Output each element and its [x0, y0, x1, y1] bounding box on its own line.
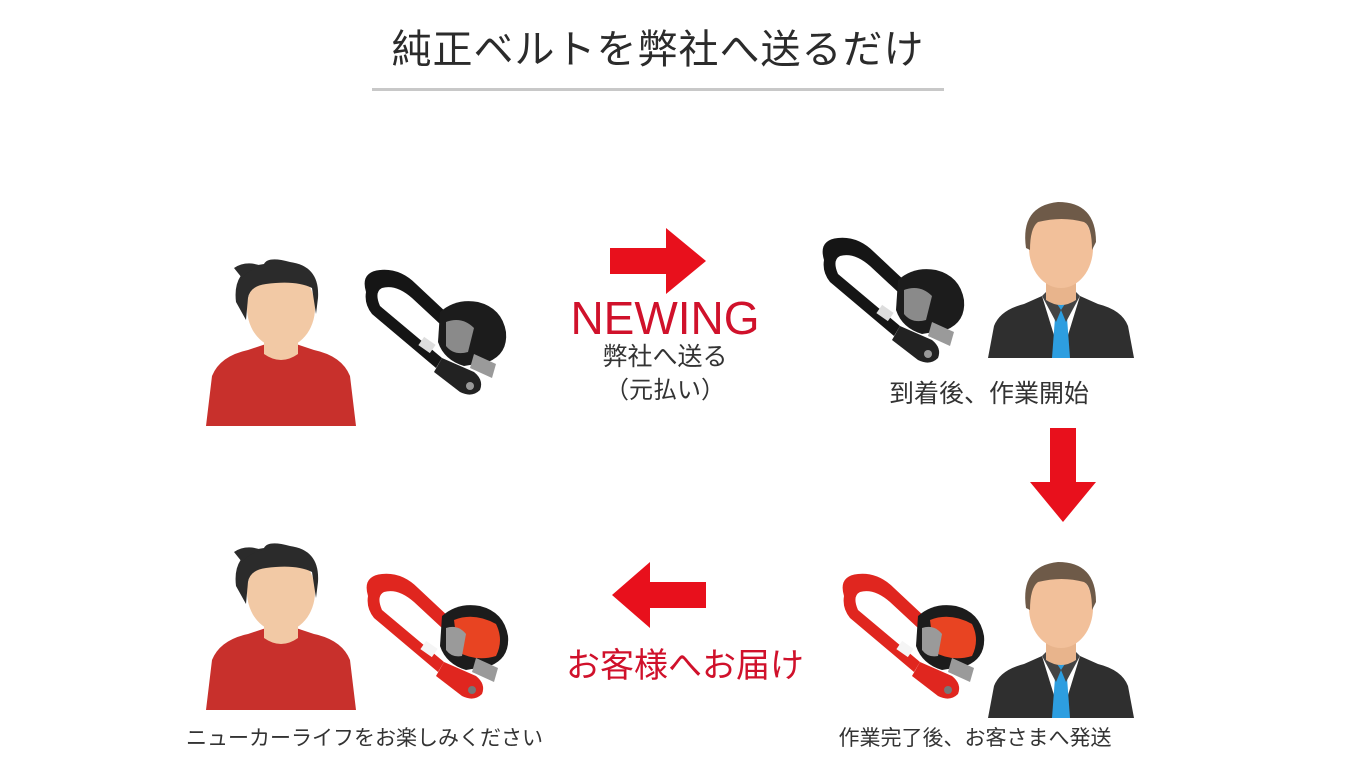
red-seatbelt-icon — [834, 566, 994, 706]
technician-avatar-icon — [988, 552, 1134, 718]
customer-avatar-icon — [206, 542, 356, 710]
technician-avatar-icon — [988, 192, 1134, 358]
title-underline — [372, 88, 944, 91]
brand-label: NEWING — [570, 292, 760, 344]
arrow-left-icon — [612, 562, 706, 628]
black-seatbelt-icon — [814, 230, 974, 370]
step-caption: 作業完了後、お客さまへ発送 — [838, 726, 1112, 750]
arrow-down-icon — [1030, 428, 1096, 522]
step-caption: 到着後、作業開始 — [888, 379, 1089, 408]
customer-avatar-icon — [206, 258, 356, 426]
send-to-company-label: 弊社へ送る — [602, 342, 728, 371]
page-title: 純正ベルトを弊社へ送るだけ — [391, 27, 925, 73]
step-caption: ニューカーライフをお楽しみください — [186, 726, 543, 750]
deliver-to-customer-label: お客様へお届け — [566, 646, 804, 686]
prepaid-shipping-label: （元払い） — [605, 376, 725, 404]
black-seatbelt-icon — [356, 262, 516, 402]
red-seatbelt-icon — [358, 566, 518, 706]
arrow-right-icon — [610, 228, 706, 294]
